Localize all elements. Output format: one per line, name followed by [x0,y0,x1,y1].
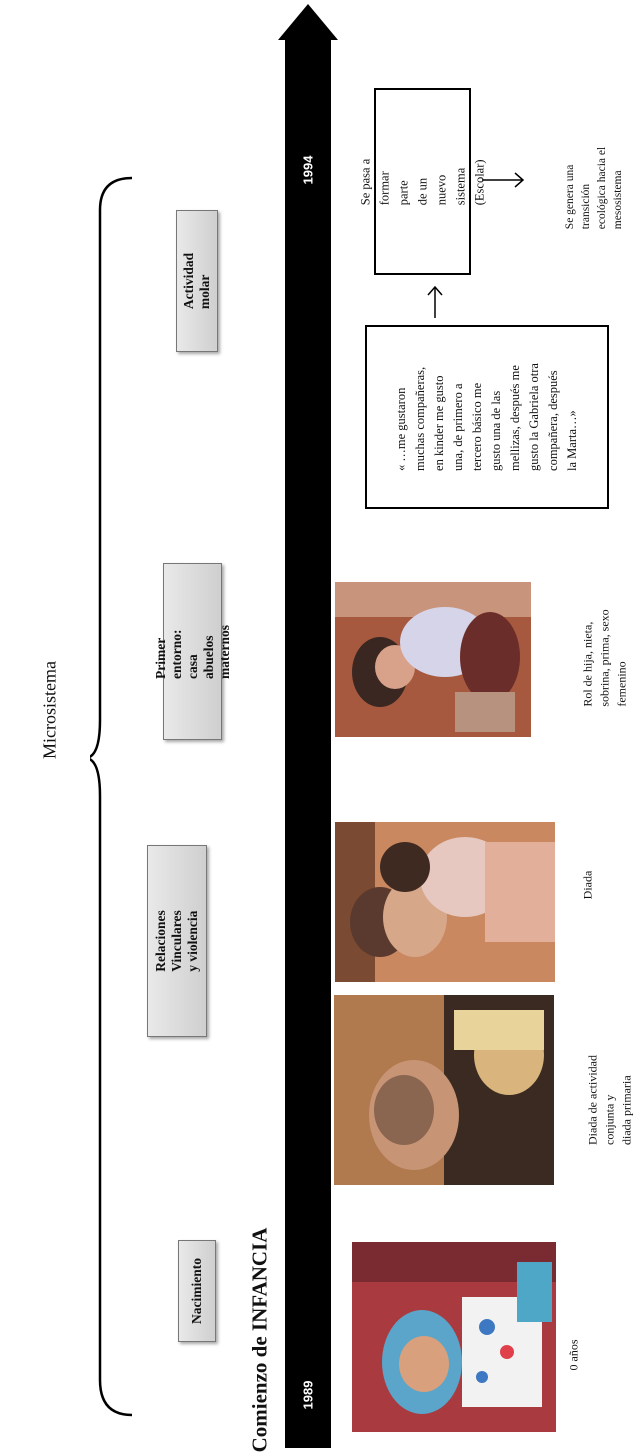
microsystem-brace [90,176,133,1417]
tag-nacimiento: Nacimiento [178,1240,216,1342]
father-daughter-photo [334,995,554,1185]
family-photo [335,582,531,737]
diagram-title: Microsistema [39,661,60,759]
arrow-head-icon [278,4,338,40]
caption-mother: Diada [580,870,595,900]
tag-actividad-molar: Actividad molar [176,210,218,352]
baby-photo [352,1242,556,1432]
arrow-up-icon [427,285,443,318]
end-year-label: 1994 [300,155,316,185]
infancy-heading: Comienzo de INFANCIA [247,1227,272,1452]
mother-daughter-photo [335,822,555,982]
caption-birth: 0 años [566,1339,581,1371]
arrow-right-icon [482,172,525,188]
timeline-shaft [285,38,331,1448]
start-year-label: 1989 [300,1380,316,1410]
